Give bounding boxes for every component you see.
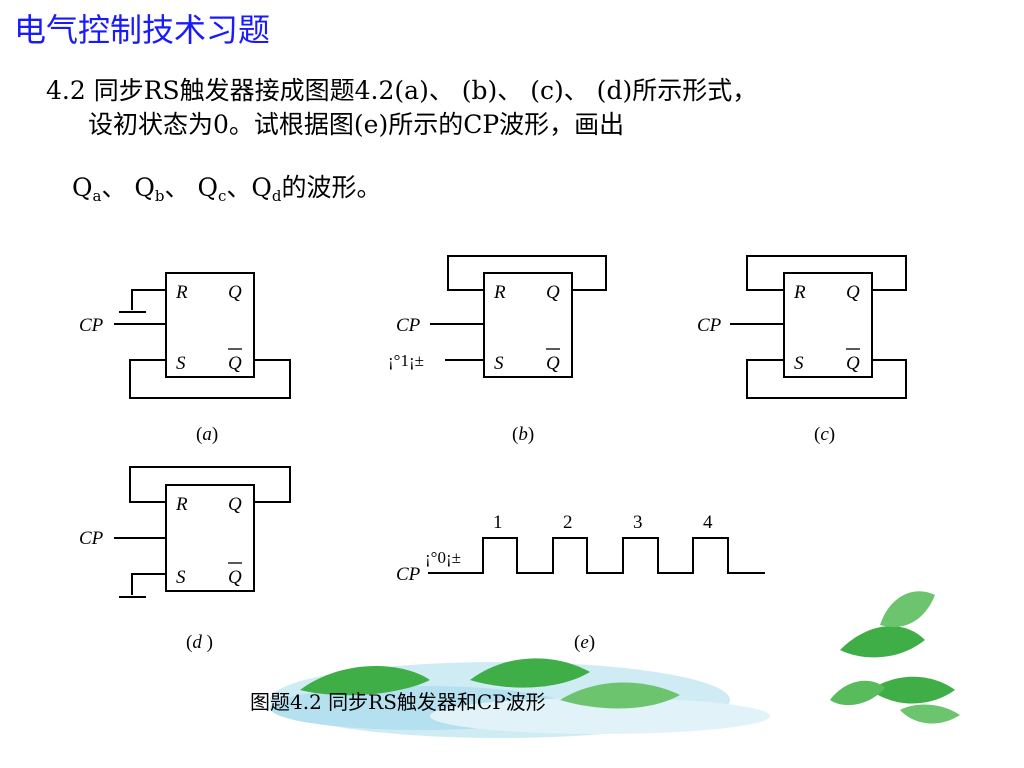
a-pin-r: R (175, 282, 188, 303)
b-cp-label: CP (396, 315, 421, 336)
q-d: Q (251, 173, 272, 202)
q-b-sub: b (154, 187, 165, 205)
flipflop-d (114, 466, 291, 598)
flipflop-a (114, 272, 291, 399)
q-a: Q (72, 173, 93, 202)
flipflop-b (430, 255, 607, 378)
b-pin-s: S (494, 353, 504, 374)
problem-line-2: 设初状态为0。试根据图(e)所示的CP波形，画出 (88, 110, 625, 139)
c-pin-q: Q (846, 282, 860, 303)
qbar-overlines (228, 348, 860, 564)
q-a-sub: a (92, 187, 102, 205)
c-pin-qbar: Q (846, 353, 860, 374)
figure-caption: 图题4.2 同步RS触发器和CP波形 (250, 690, 546, 714)
q-c-sub: c (217, 187, 227, 205)
cp-waveform (428, 537, 765, 574)
pulse-label-4: 4 (703, 512, 713, 533)
subcaption-c: (c) (814, 424, 835, 445)
flipflop-c (730, 255, 907, 399)
subcaption-b: (b) (512, 424, 534, 445)
q-tail: 的波形。 (281, 173, 382, 202)
subcaption-a: (a) (196, 424, 218, 445)
q-sep-2: 、 (164, 173, 198, 202)
q-c: Q (197, 173, 218, 202)
q-sep-3: 、 (226, 173, 252, 202)
b-pin-qbar: Q (546, 353, 560, 374)
b-s-input-label: ¡°1¡± (388, 351, 424, 370)
q-output-line: Qa、 Qb、 Qc、Qd的波形。 (72, 170, 382, 214)
q-b: Q (134, 173, 155, 202)
pulse-label-2: 2 (563, 512, 573, 533)
slide-title: 电气控制技术习题 (14, 11, 271, 49)
a-pin-qbar: Q (228, 353, 242, 374)
a-pin-q: Q (228, 282, 242, 303)
d-cp-label: CP (79, 528, 104, 549)
d-pin-r: R (175, 494, 188, 515)
q-sep-1: 、 (101, 173, 135, 202)
e-garbled-label: ¡°0¡± (425, 548, 461, 567)
d-pin-q: Q (228, 494, 242, 515)
c-pin-r: R (793, 282, 806, 303)
a-cp-label: CP (79, 315, 104, 336)
leaf-decoration-icon (300, 591, 960, 724)
e-cp-label: CP (396, 564, 421, 585)
b-pin-q: Q (546, 282, 560, 303)
pulse-label-1: 1 (493, 512, 503, 533)
q-d-sub: d (271, 187, 282, 205)
subcaption-e: (e) (574, 632, 595, 653)
d-pin-s: S (176, 567, 186, 588)
c-pin-s: S (794, 353, 804, 374)
a-pin-s: S (176, 353, 186, 374)
subcaption-d: (d ) (186, 632, 213, 653)
c-cp-label: CP (697, 315, 722, 336)
problem-line-1: 4.2 同步RS触发器接成图题4.2(a)、 (b)、 (c)、 (d)所示形式… (46, 76, 758, 105)
pulse-label-3: 3 (633, 512, 643, 533)
d-pin-qbar: Q (228, 567, 242, 588)
problem-statement: 4.2 同步RS触发器接成图题4.2(a)、 (b)、 (c)、 (d)所示形式… (46, 74, 757, 142)
b-pin-r: R (493, 282, 506, 303)
